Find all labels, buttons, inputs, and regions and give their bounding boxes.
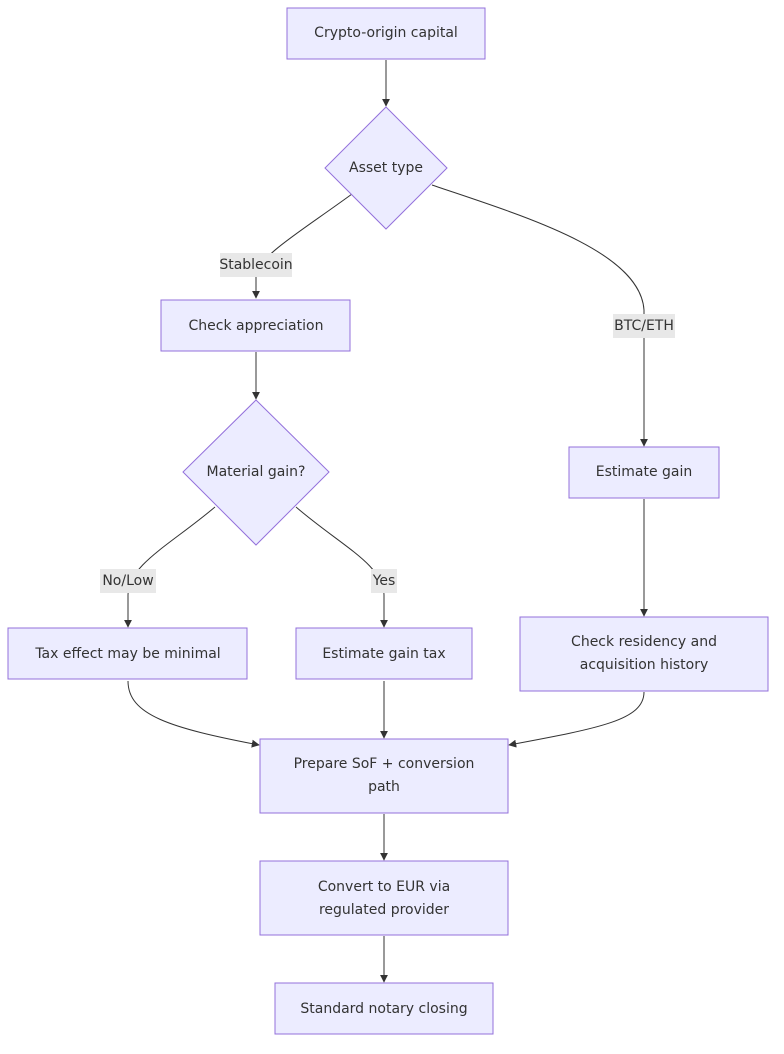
edge-material-gain-to-estimate-gain-tax <box>295 506 388 628</box>
edge-label-yes-text: Yes <box>372 573 396 589</box>
edge-label-btc-eth-text: BTC/ETH <box>614 318 674 334</box>
node-convert-eur-label-line1: Convert to EUR via <box>318 879 450 895</box>
node-standard-notary-closing-label: Standard notary closing <box>300 1001 467 1017</box>
node-prepare-sof: Prepare SoF + conversion path <box>259 738 509 814</box>
node-check-appreciation: Check appreciation <box>160 299 351 352</box>
edge-label-stablecoin: Stablecoin <box>219 253 293 277</box>
node-estimate-gain-tax-label: Estimate gain tax <box>322 646 445 662</box>
node-prepare-sof-label-line2: path <box>368 779 400 795</box>
node-standard-notary-closing: Standard notary closing <box>274 982 494 1035</box>
decision-asset-type-label: Asset type <box>349 160 423 176</box>
node-check-appreciation-label: Check appreciation <box>189 318 324 334</box>
edge-material-gain-to-tax-minimal <box>124 506 216 628</box>
edge-label-stablecoin-text: Stablecoin <box>219 257 292 273</box>
edge-asset-type-to-estimate-gain <box>431 184 648 447</box>
node-crypto-origin-capital: Crypto-origin capital <box>286 7 486 60</box>
decision-material-gain-label: Material gain? <box>207 464 306 480</box>
edge-label-no-low: No/Low <box>100 569 156 593</box>
node-tax-effect-minimal: Tax effect may be minimal <box>7 627 248 680</box>
node-estimate-gain-label: Estimate gain <box>596 464 693 480</box>
node-prepare-sof-label-line1: Prepare SoF + conversion <box>294 756 475 772</box>
node-convert-eur: Convert to EUR via regulated provider <box>259 860 509 936</box>
decision-material-gain: Material gain? <box>182 399 330 546</box>
edge-check-residency-to-prepare-sof <box>508 691 645 748</box>
edge-tax-minimal-to-prepare-sof <box>127 680 260 748</box>
node-check-residency: Check residency and acquisition history <box>519 616 769 692</box>
node-tax-effect-minimal-label: Tax effect may be minimal <box>34 646 220 662</box>
node-check-residency-label-line1: Check residency and <box>571 634 717 650</box>
edge-asset-type-to-check-appreciation <box>252 193 353 299</box>
edge-label-yes: Yes <box>371 569 397 593</box>
node-estimate-gain-tax: Estimate gain tax <box>295 627 473 680</box>
node-crypto-origin-capital-label: Crypto-origin capital <box>314 25 458 41</box>
decision-asset-type: Asset type <box>324 106 448 230</box>
edge-label-no-low-text: No/Low <box>102 573 153 589</box>
node-check-residency-label-line2: acquisition history <box>580 657 709 673</box>
node-convert-eur-label-line2: regulated provider <box>319 902 449 918</box>
edge-label-btc-eth: BTC/ETH <box>613 314 675 338</box>
node-estimate-gain: Estimate gain <box>568 446 720 499</box>
